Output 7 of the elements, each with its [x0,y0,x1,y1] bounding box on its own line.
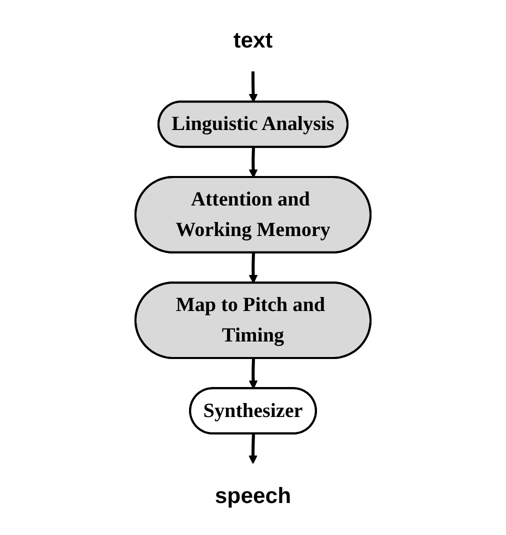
arrow [248,147,258,178]
arrow [248,252,258,284]
arrow [248,358,258,390]
arrow [248,434,258,464]
node-text: text [233,27,273,52]
arrow [248,71,258,102]
node-text: speech [214,482,292,508]
